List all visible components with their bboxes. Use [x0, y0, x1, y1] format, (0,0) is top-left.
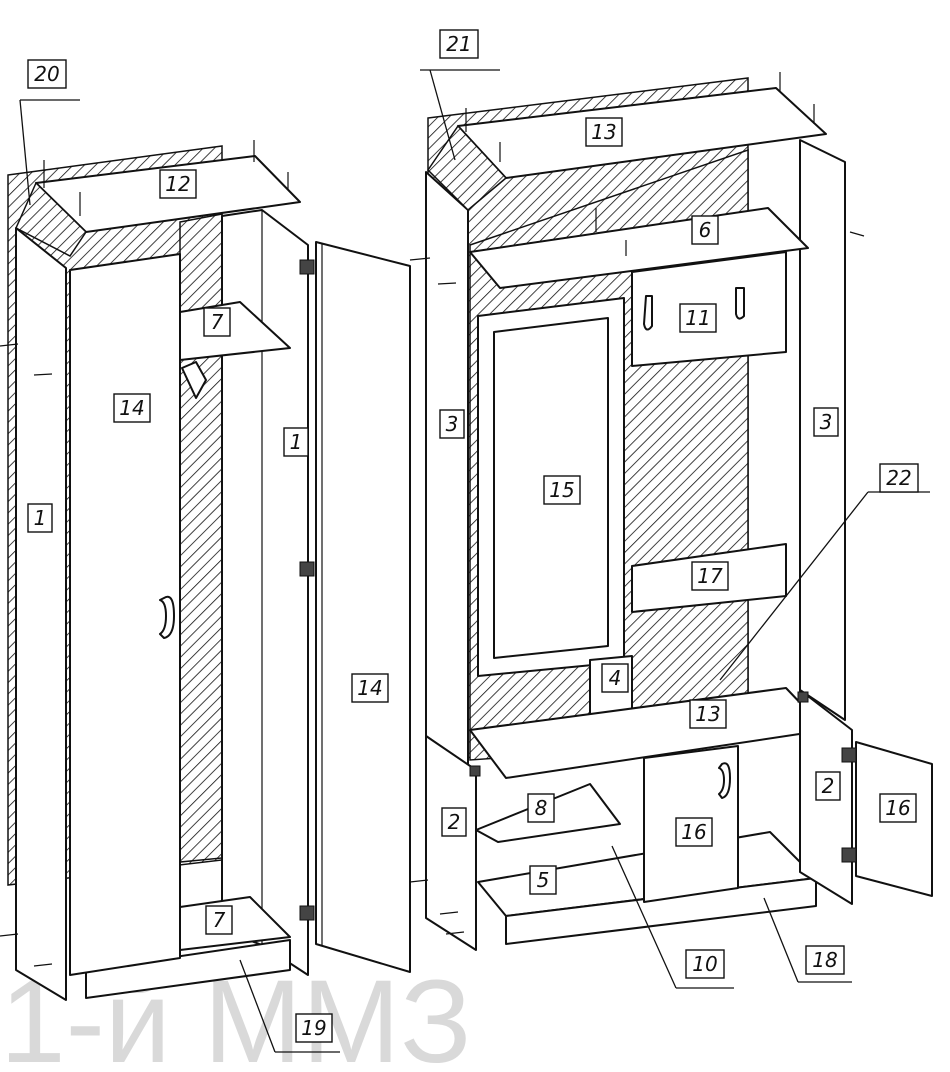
plinth-19: [85, 939, 291, 999]
svg-text:13: 13: [591, 120, 616, 144]
svg-text:18: 18: [812, 948, 837, 972]
label-3-right: 3: [813, 407, 839, 437]
hinge-1: [299, 259, 315, 275]
svg-text:15: 15: [549, 478, 574, 502]
label-21: 21: [439, 29, 479, 59]
svg-text:2: 2: [448, 810, 461, 834]
svg-text:4: 4: [609, 666, 622, 690]
shelf-6: [469, 207, 809, 289]
side-panel-3-left: [425, 171, 469, 767]
svg-text:7: 7: [211, 310, 224, 334]
svg-text:12: 12: [165, 172, 190, 196]
svg-text:3: 3: [820, 410, 833, 434]
svg-text:8: 8: [535, 796, 548, 820]
svg-text:1: 1: [34, 506, 47, 530]
svg-text:13: 13: [695, 702, 720, 726]
svg-text:7: 7: [213, 908, 226, 932]
label-19: 19: [295, 1013, 333, 1043]
label-7-lower: 7: [205, 905, 233, 935]
svg-text:14: 14: [119, 396, 144, 420]
label-11: 11: [679, 303, 717, 333]
hinge-2: [299, 561, 315, 577]
left-wardrobe: [0, 140, 411, 1001]
door-16-handle: [718, 762, 731, 799]
door-14-right: [315, 241, 411, 973]
svg-text:3: 3: [446, 412, 459, 436]
label-6: 6: [691, 215, 719, 245]
door-2-left: [425, 735, 477, 951]
svg-text:16: 16: [885, 796, 910, 820]
label-8: 8: [527, 793, 555, 823]
svg-text:16: 16: [681, 820, 706, 844]
coat-hook-1: [643, 295, 653, 331]
label-2-right: 2: [815, 771, 841, 801]
label-15: 15: [543, 475, 581, 505]
hinge-5: [841, 847, 857, 863]
label-17: 17: [691, 561, 729, 591]
svg-text:6: 6: [699, 218, 712, 242]
svg-text:5: 5: [537, 868, 550, 892]
svg-text:14: 14: [357, 676, 382, 700]
label-14-left: 14: [113, 393, 151, 423]
svg-text:17: 17: [697, 564, 723, 588]
label-14-right: 14: [351, 673, 389, 703]
hinge-6: [797, 691, 809, 703]
label-4: 4: [601, 663, 629, 693]
label-16-center: 16: [675, 817, 713, 847]
svg-text:19: 19: [301, 1016, 326, 1040]
label-13-top: 13: [585, 117, 623, 147]
label-20: 20: [27, 59, 67, 89]
side-panel-1-left: [15, 227, 67, 1001]
label-18: 18: [805, 945, 845, 975]
top-hatch-right: [427, 124, 508, 212]
svg-text:2: 2: [822, 774, 835, 798]
hinge-7: [469, 765, 481, 777]
label-16-right: 16: [879, 793, 917, 823]
label-12: 12: [159, 169, 197, 199]
label-2-left: 2: [441, 807, 467, 837]
shelf-support: [181, 361, 207, 399]
svg-text:11: 11: [685, 306, 710, 330]
svg-text:10: 10: [692, 952, 717, 976]
label-22: 22: [879, 463, 919, 493]
svg-text:20: 20: [34, 62, 59, 86]
label-1-right: 1: [283, 427, 309, 457]
svg-text:22: 22: [886, 466, 911, 490]
door-handle: [159, 595, 175, 639]
label-7-upper: 7: [203, 307, 231, 337]
svg-text:1: 1: [290, 430, 303, 454]
door-14-left: [69, 253, 181, 976]
coat-hook-2: [735, 287, 745, 320]
hinge-3: [299, 905, 315, 921]
label-13-mid: 13: [689, 699, 727, 729]
label-5: 5: [529, 865, 557, 895]
hinge-4: [841, 747, 857, 763]
label-1-left: 1: [27, 503, 53, 533]
label-3-left: 3: [439, 409, 465, 439]
label-10: 10: [685, 949, 725, 979]
svg-text:21: 21: [446, 32, 471, 56]
